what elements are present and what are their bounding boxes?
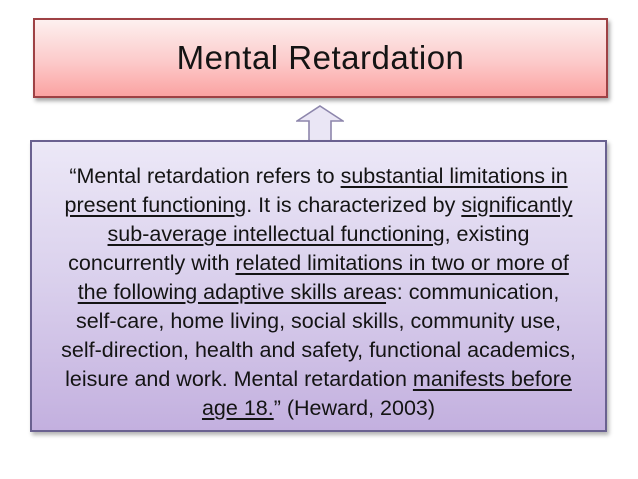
quote-text: “Mental retardation refers to substantia…: [32, 162, 605, 423]
quote-segment-underlined: present functioning: [64, 193, 247, 217]
up-arrow-icon: [296, 105, 344, 142]
quote-line: sub-average intellectual functioning, ex…: [32, 220, 605, 249]
quote-segment: . It is characterized by: [246, 193, 462, 217]
quote-segment: s: communication,: [386, 280, 560, 304]
quote-segment-underlined: substantial limitations in: [340, 164, 568, 188]
quote-segment-underlined: significantly: [461, 193, 573, 217]
quote-segment: self-care, home living, social skills, c…: [75, 309, 562, 333]
slide-title: Mental Retardation: [176, 39, 465, 76]
quote-line: the following adaptive skills areas: com…: [32, 278, 605, 307]
quote-segment-underlined: the following adaptive skills area: [77, 280, 387, 304]
quote-segment-underlined: related limitations in two or more of: [235, 251, 569, 275]
quote-segment: leisure and work. Mental retardation: [65, 367, 413, 391]
quote-segment: ” (Heward, 2003): [273, 396, 436, 420]
quote-segment-underlined: age 18.: [201, 396, 274, 420]
quote-line: self-direction, health and safety, funct…: [32, 336, 605, 365]
quote-box: “Mental retardation refers to substantia…: [30, 140, 607, 432]
quote-segment: , existing: [444, 222, 530, 246]
title-box: Mental Retardation: [33, 18, 608, 98]
quote-segment: “Mental retardation refers to: [69, 164, 341, 188]
quote-line: self-care, home living, social skills, c…: [32, 307, 605, 336]
quote-line: “Mental retardation refers to substantia…: [32, 162, 605, 191]
quote-line: present functioning. It is characterized…: [32, 191, 605, 220]
quote-line: concurrently with related limitations in…: [32, 249, 605, 278]
quote-line: age 18.” (Heward, 2003): [32, 394, 605, 423]
quote-segment-underlined: sub-average intellectual functioning: [107, 222, 445, 246]
quote-segment: self-direction, health and safety, funct…: [61, 338, 576, 362]
quote-line: leisure and work. Mental retardation man…: [32, 365, 605, 394]
quote-segment-underlined: manifests before: [412, 367, 572, 391]
quote-segment: concurrently with: [68, 251, 236, 275]
